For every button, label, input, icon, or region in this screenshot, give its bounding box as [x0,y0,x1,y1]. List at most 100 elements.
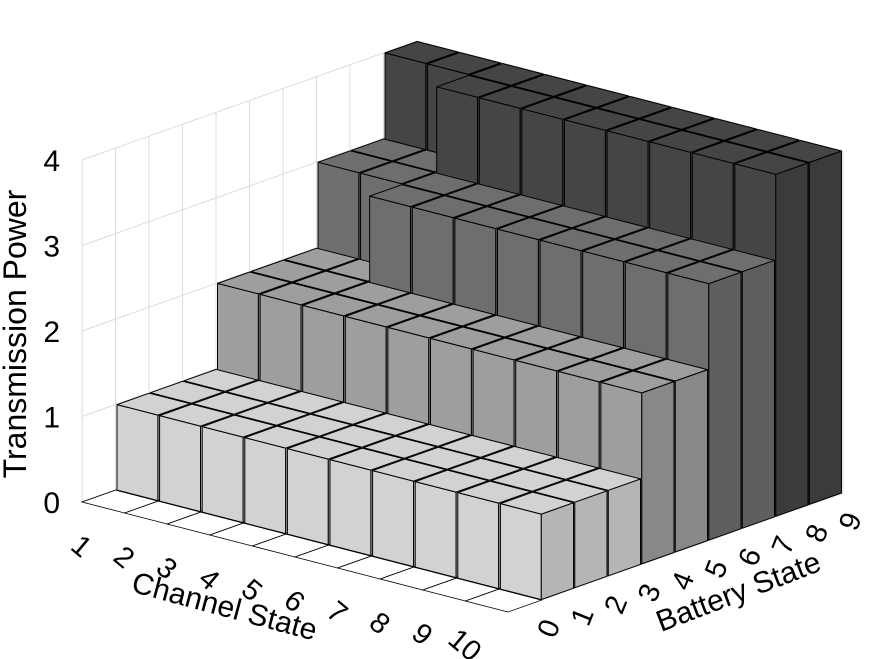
bar-side-face [674,369,708,553]
bar-side-face [641,381,675,565]
bar-top-face [414,469,489,493]
bar-front-face [244,437,287,535]
y-tick-label: 9 [833,508,869,535]
bar-top-face [244,425,319,449]
bar [600,370,675,565]
bar-top-face [411,195,486,219]
bar-top-face [682,118,757,141]
bar-top-face [506,325,581,349]
bar-front-face [116,404,159,502]
z-tick-label: 1 [43,402,60,435]
bar-top-face [490,468,565,492]
bar-top-face [521,96,596,120]
y-tick-label: 2 [599,591,635,618]
bar-top-face [150,380,225,404]
bar-top-face [445,183,520,207]
bar-top-face [192,391,267,415]
bar-top-face [606,118,681,142]
bar-top-face [554,85,629,108]
bar-side-face [708,271,742,541]
bar-top-face [573,216,648,240]
bar-top-face [667,261,742,285]
bar-top-face [402,172,477,196]
bar-top-face [201,414,276,438]
bar-front-face [201,426,244,524]
bar-side-face [540,502,574,601]
bar-top-face [351,138,426,162]
x-axis-label: Channel State [128,566,320,647]
bar-top-face [469,63,544,86]
bar-top-face [302,293,377,317]
y-tick-label: 1 [565,603,601,630]
bar-top-face [591,347,666,371]
x-tick-label: 1 [65,529,98,564]
bar-top-face [597,96,672,119]
bar-front-face [414,481,457,579]
bar-top-face [548,336,623,360]
bar-top-face [436,74,511,98]
bar-top-face [427,52,502,75]
bar-front-face [286,448,329,546]
bar-top-face [633,358,708,382]
z-tick-label: 4 [43,145,60,178]
bar-top-face [700,249,775,273]
bar-top-face [448,457,523,481]
bar-top-face [320,424,395,448]
bar-top-face [497,217,572,241]
x-tick-label: 10 [442,623,487,659]
bar-top-face [335,281,410,305]
bar-top-face [387,315,462,339]
bar-top-face [259,282,334,306]
bar-front-face [372,470,414,568]
z-axis-label: Transmission Power [0,189,33,478]
x-tick-label: 7 [320,595,353,630]
bar-top-face [454,206,529,230]
bar-top-face [317,150,392,174]
bar-top-face [725,129,800,152]
bar-top-face [250,259,325,283]
bar-top-face [512,74,587,97]
bar-side-face [741,259,775,529]
bar-top-face [658,238,733,262]
bar-top-face [430,326,505,350]
bar-top-face [457,480,532,504]
bar [499,491,574,601]
bar-top-face [515,348,590,372]
bar-top-face [268,390,343,414]
y-tick-label: 3 [632,580,668,607]
bar-top-face [363,435,438,459]
bar-top-face [600,370,675,394]
bar-top-face [767,140,842,163]
bar-top-face [557,359,632,383]
y-tick-label: 0 [532,615,568,642]
bar-top-face [159,403,234,427]
bar-group [80,41,842,613]
bar-front-face [329,459,372,557]
bar-top-face [478,85,553,109]
bar-side-face [607,478,641,577]
bar-top-face [564,107,639,131]
bar-top-face [344,304,419,328]
bar-top-face [329,447,404,471]
bar-top-face [481,445,556,469]
bar-top-face [284,247,359,271]
bar-top-face [183,368,258,392]
bar-top-face [372,458,447,482]
x-tick-label: 8 [363,606,396,641]
bar-floor-tile [464,588,543,613]
bar-front-face [159,415,201,513]
bar-top-face [524,456,599,480]
bar-top-face [439,434,514,458]
bar-top-face [539,228,614,252]
bar-top-face [582,239,657,263]
bar-top-face [734,151,809,175]
bar-top-face [624,250,699,274]
bar-top-face [530,205,605,229]
bar-top-face [116,392,191,416]
bar-top-face [293,270,368,294]
bar-top-face [405,446,480,470]
bar-top-face [277,413,352,437]
bar-top-face [235,402,310,426]
z-tick-label: 3 [43,231,60,264]
bar-top-face [649,129,724,153]
